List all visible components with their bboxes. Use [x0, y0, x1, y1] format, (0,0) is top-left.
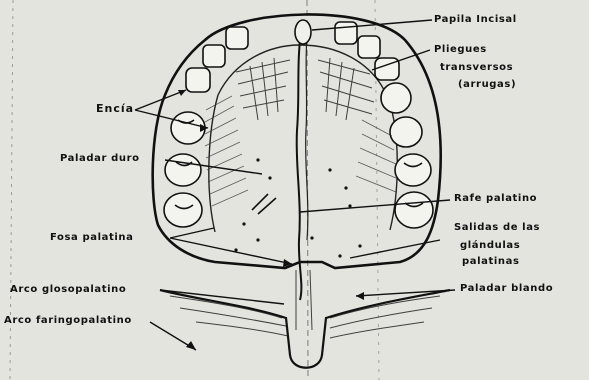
teeth-right	[335, 22, 433, 228]
label-paladar-duro: Paladar duro	[60, 153, 140, 164]
label-papila-incisal: Papila Incisal	[434, 14, 517, 25]
leader-salidas	[350, 240, 440, 258]
label-salidas-2: glándulas	[460, 240, 520, 251]
label-rafe-palatino: Rafe palatino	[454, 193, 537, 204]
label-encia: Encía	[96, 103, 134, 114]
label-paladar-blando: Paladar blando	[460, 283, 553, 294]
arrowheads	[178, 90, 364, 350]
fosa-marks	[252, 194, 276, 214]
soft-palate-fibers	[170, 270, 440, 338]
gum-line	[209, 45, 397, 232]
label-salidas-3: palatinas	[462, 256, 520, 267]
leader-fosa-1	[170, 238, 292, 264]
label-pliegues-2: transversos	[440, 62, 513, 73]
incisive-papilla	[295, 20, 311, 44]
label-pliegues-1: Pliegues	[434, 44, 487, 55]
palatine-raphe	[297, 25, 302, 300]
transverse-folds	[236, 58, 374, 120]
label-salidas-1: Salidas de las	[454, 222, 540, 233]
label-arco-glosopalatino: Arco glosopalatino	[10, 284, 126, 295]
label-pliegues-3: (arrugas)	[458, 79, 516, 90]
label-fosa-palatina: Fosa palatina	[50, 232, 133, 243]
label-arco-faringopalatino: Arco faringopalatino	[4, 315, 132, 326]
leader-fosa-2	[170, 228, 214, 238]
